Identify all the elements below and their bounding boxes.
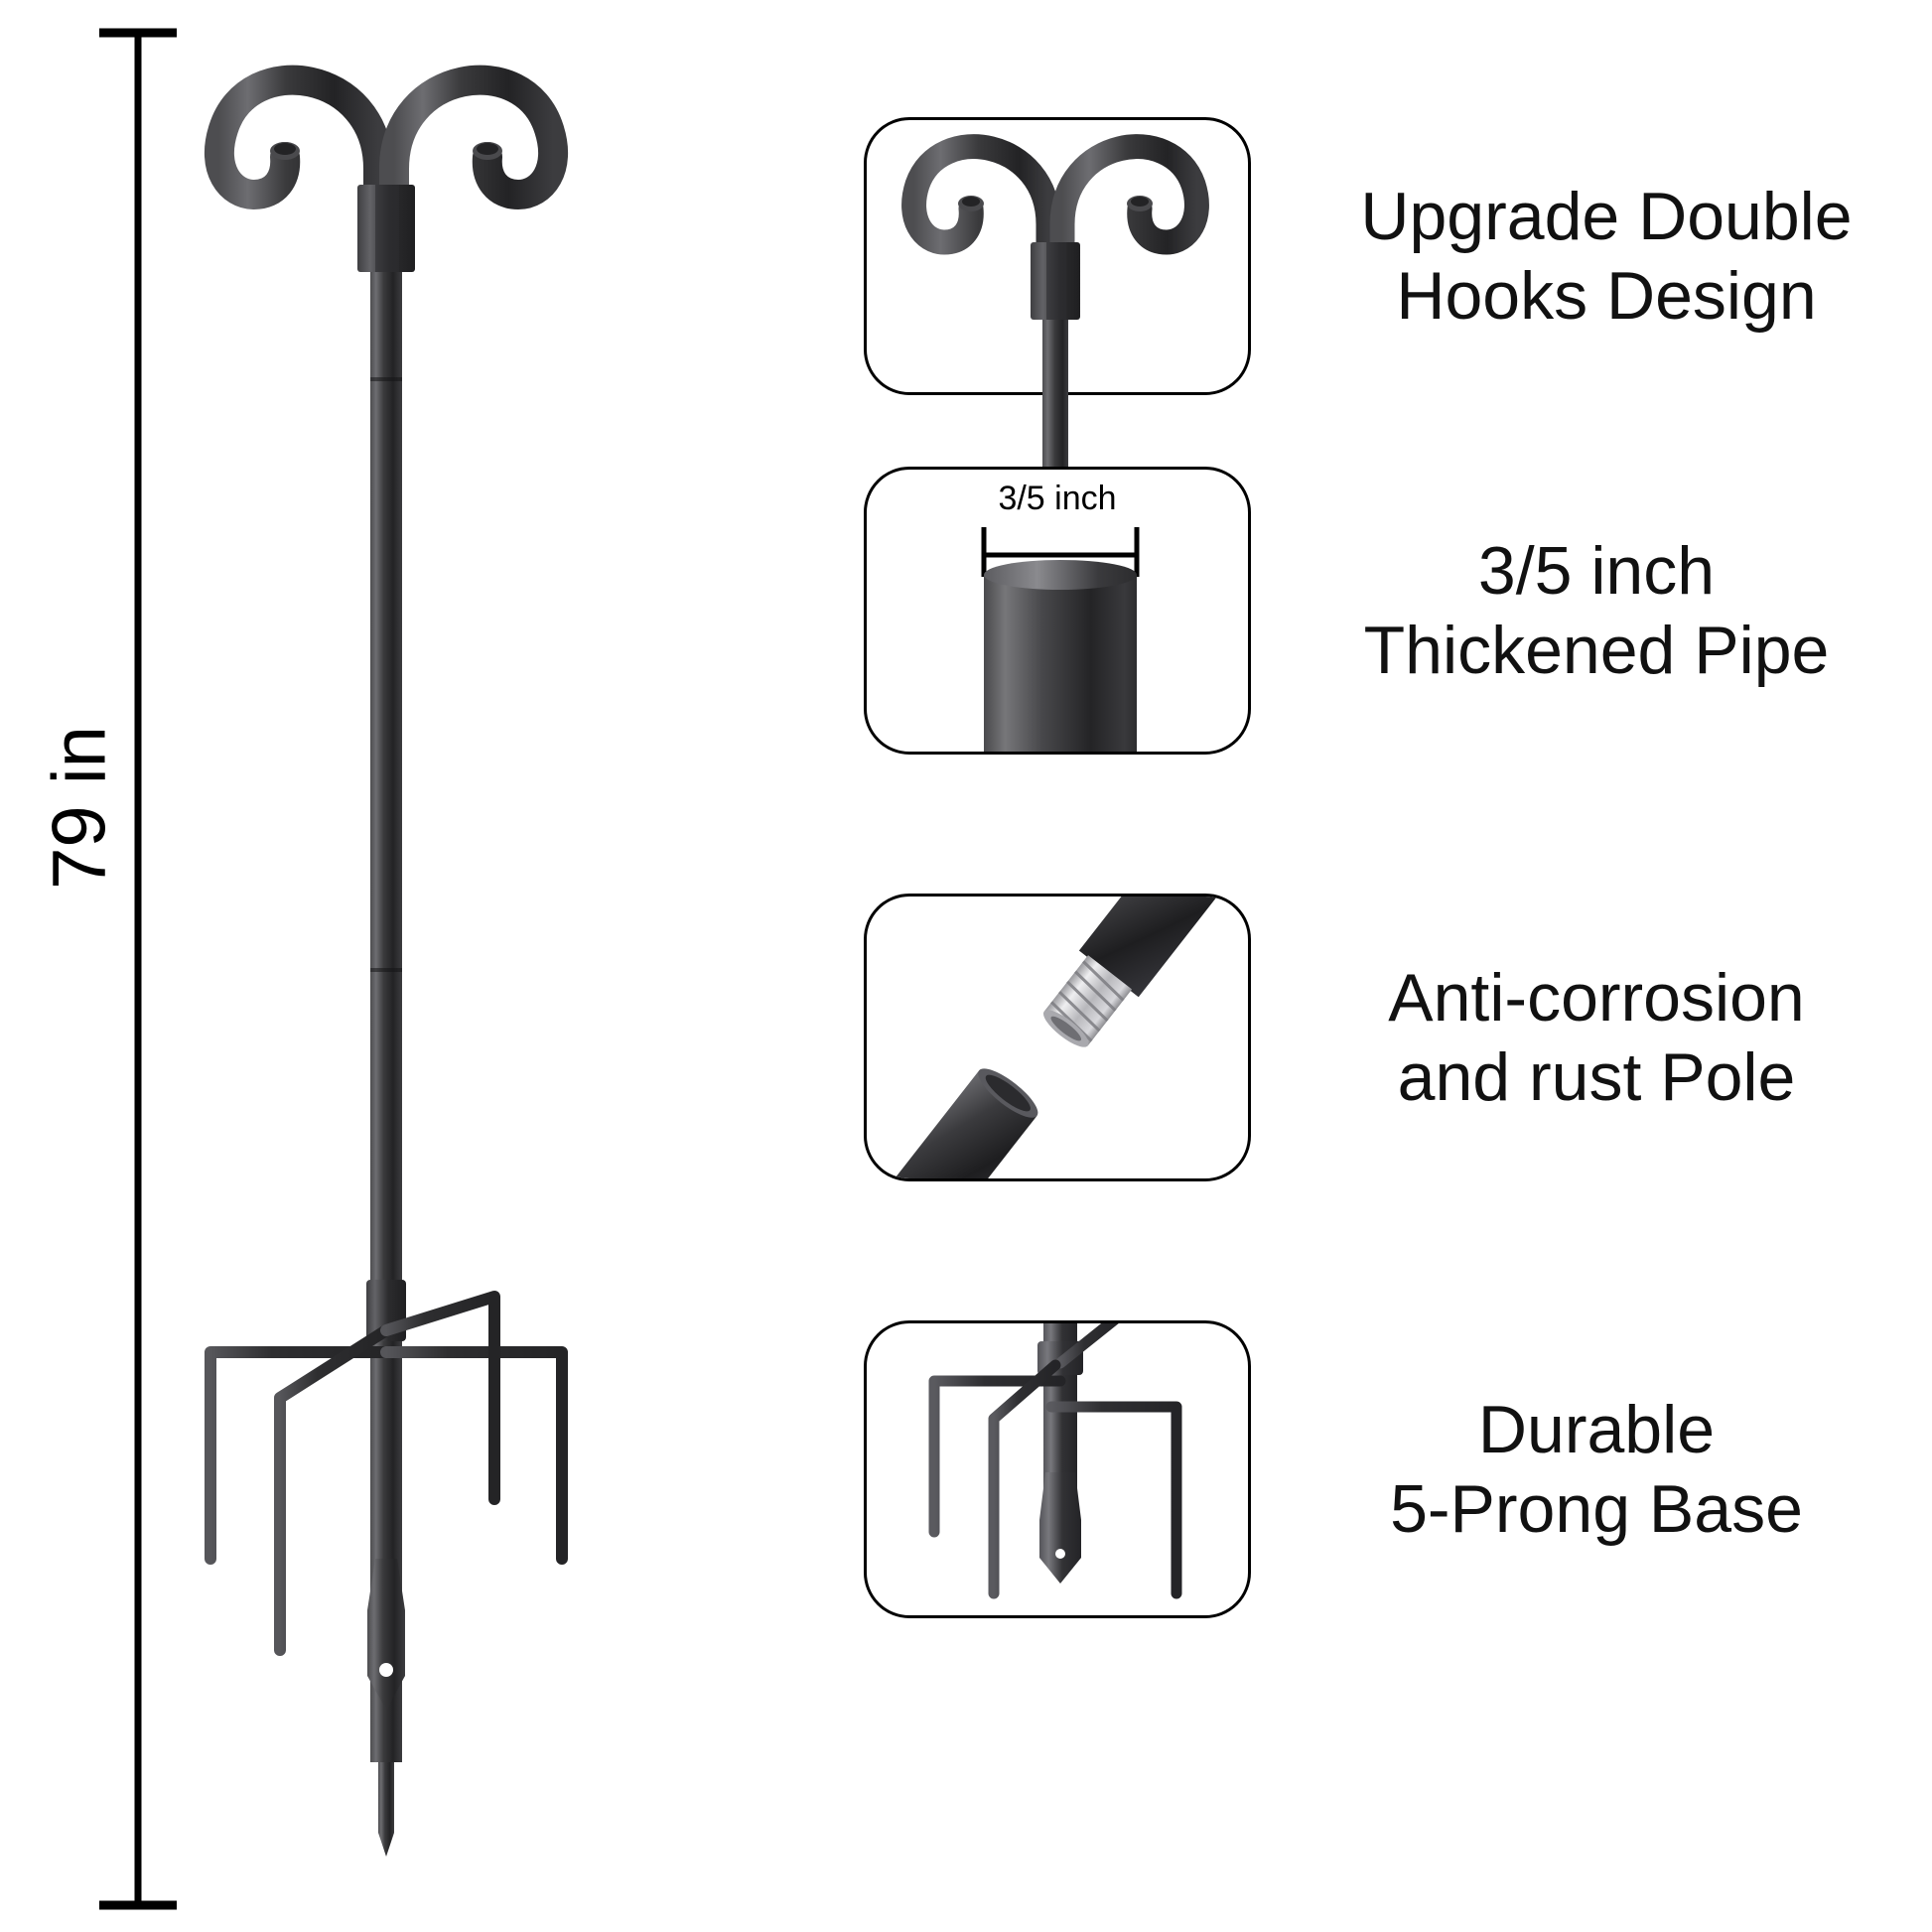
feature-row-thickened-pipe: 3/5 inch 3/5 inch Thickened Pipe <box>854 467 1932 755</box>
feature-title-double-hooks: Upgrade Double Hooks Design <box>1360 178 1853 334</box>
callout-box-anti-corrosion <box>864 894 1251 1181</box>
feature-row-anti-corrosion: Anti-corrosion and rust Pole <box>854 894 1932 1181</box>
callout-box-thickened-pipe: 3/5 inch <box>864 467 1251 755</box>
feature-title-thickened-pipe: 3/5 inch Thickened Pipe <box>1363 532 1830 688</box>
feature-list-panel: Upgrade Double Hooks Design <box>854 0 1932 1932</box>
height-dimension-label: 79 in <box>37 726 122 890</box>
callout-box-five-prong-base <box>864 1320 1251 1618</box>
feature-title-five-prong-base: Durable 5-Prong Base <box>1390 1391 1803 1547</box>
pipe-diameter-icon <box>867 470 1248 752</box>
overall-height-ruler <box>81 20 201 1916</box>
feature-row-five-prong-base: Durable 5-Prong Base <box>854 1320 1932 1618</box>
five-prong-base-icon <box>867 1323 1248 1615</box>
product-illustration <box>149 10 705 1926</box>
threaded-pole-joint-icon <box>867 897 1248 1178</box>
product-hero-panel: 79 in <box>0 0 854 1932</box>
callout-frame <box>864 894 1251 1181</box>
callout-frame: 3/5 inch <box>864 467 1251 755</box>
pipe-dimension-label: 3/5 inch <box>998 480 1117 517</box>
callout-frame <box>864 117 1251 395</box>
callout-frame <box>864 1320 1251 1618</box>
callout-box-double-hooks <box>864 117 1251 524</box>
feature-row-double-hooks: Upgrade Double Hooks Design <box>854 117 1932 524</box>
feature-title-anti-corrosion: Anti-corrosion and rust Pole <box>1388 959 1805 1115</box>
